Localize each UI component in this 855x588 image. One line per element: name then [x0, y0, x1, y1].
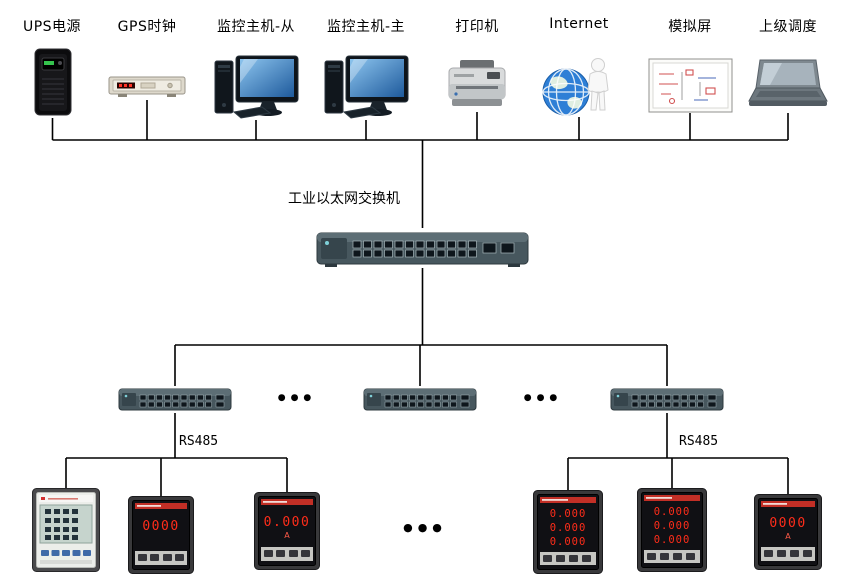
power-meter-3row-2-icon: 0.000 0.000 0.000 — [637, 488, 707, 576]
meter-unit: A — [785, 532, 791, 541]
device-label-internet: Internet — [549, 16, 609, 32]
meter-display: 0.000 — [264, 515, 311, 530]
monitoring-host-master-icon — [324, 55, 409, 124]
internet-globe-icon — [542, 52, 617, 121]
ellipsis-top-right: ●●● — [523, 393, 563, 403]
power-meter-3row-1-icon: 0.000 0.000 0.000 — [533, 490, 603, 578]
meter-row-2: 0.000 — [550, 522, 587, 534]
gps-clock-icon — [108, 74, 186, 104]
meter-row-1: 0.000 — [654, 506, 691, 518]
ellipsis-top-left: ●●● — [277, 393, 317, 403]
power-meter-led-1-icon: 0000 — [128, 496, 194, 578]
meter-row-3: 0.000 — [654, 534, 691, 546]
power-meter-led-2-icon: 0.000 A — [254, 492, 320, 574]
device-label-host-master: 监控主机-主 — [326, 19, 406, 35]
device-label-mimic-screen: 模拟屏 — [668, 19, 712, 35]
rs485-label-left: RS485 — [179, 434, 219, 449]
device-label-ups: UPS电源 — [22, 19, 82, 35]
meter-unit: A — [284, 531, 290, 540]
ethernet-switch-label: 工业以太网交换机 — [288, 191, 400, 207]
field-switch-1-icon — [118, 386, 232, 417]
device-label-dispatch: 上级调度 — [759, 19, 817, 35]
rs485-label-right: RS485 — [679, 434, 719, 449]
ellipsis-bottom: ●●● — [403, 521, 447, 534]
ethernet-switch-icon — [315, 228, 530, 272]
meter-row-2: 0.000 — [654, 520, 691, 532]
device-label-host-slave: 监控主机-从 — [216, 19, 296, 35]
meter-row-1: 0.000 — [550, 508, 587, 520]
field-switch-2-icon — [363, 386, 477, 417]
printer-icon — [446, 58, 508, 116]
dispatch-laptop-icon — [748, 58, 828, 117]
mimic-screen-icon — [648, 58, 733, 117]
monitoring-host-slave-icon — [214, 55, 299, 124]
power-meter-led-3-icon: 0000 A — [754, 494, 822, 574]
meter-display: 0000 — [769, 516, 806, 531]
device-label-gps-clock: GPS时钟 — [117, 19, 177, 35]
ups-icon — [30, 48, 75, 122]
meter-display: 0000 — [142, 519, 179, 534]
field-switch-3-icon — [610, 386, 724, 417]
power-meter-lcd-icon — [32, 488, 100, 576]
meter-row-3: 0.000 — [550, 536, 587, 548]
device-label-printer: 打印机 — [455, 19, 499, 35]
